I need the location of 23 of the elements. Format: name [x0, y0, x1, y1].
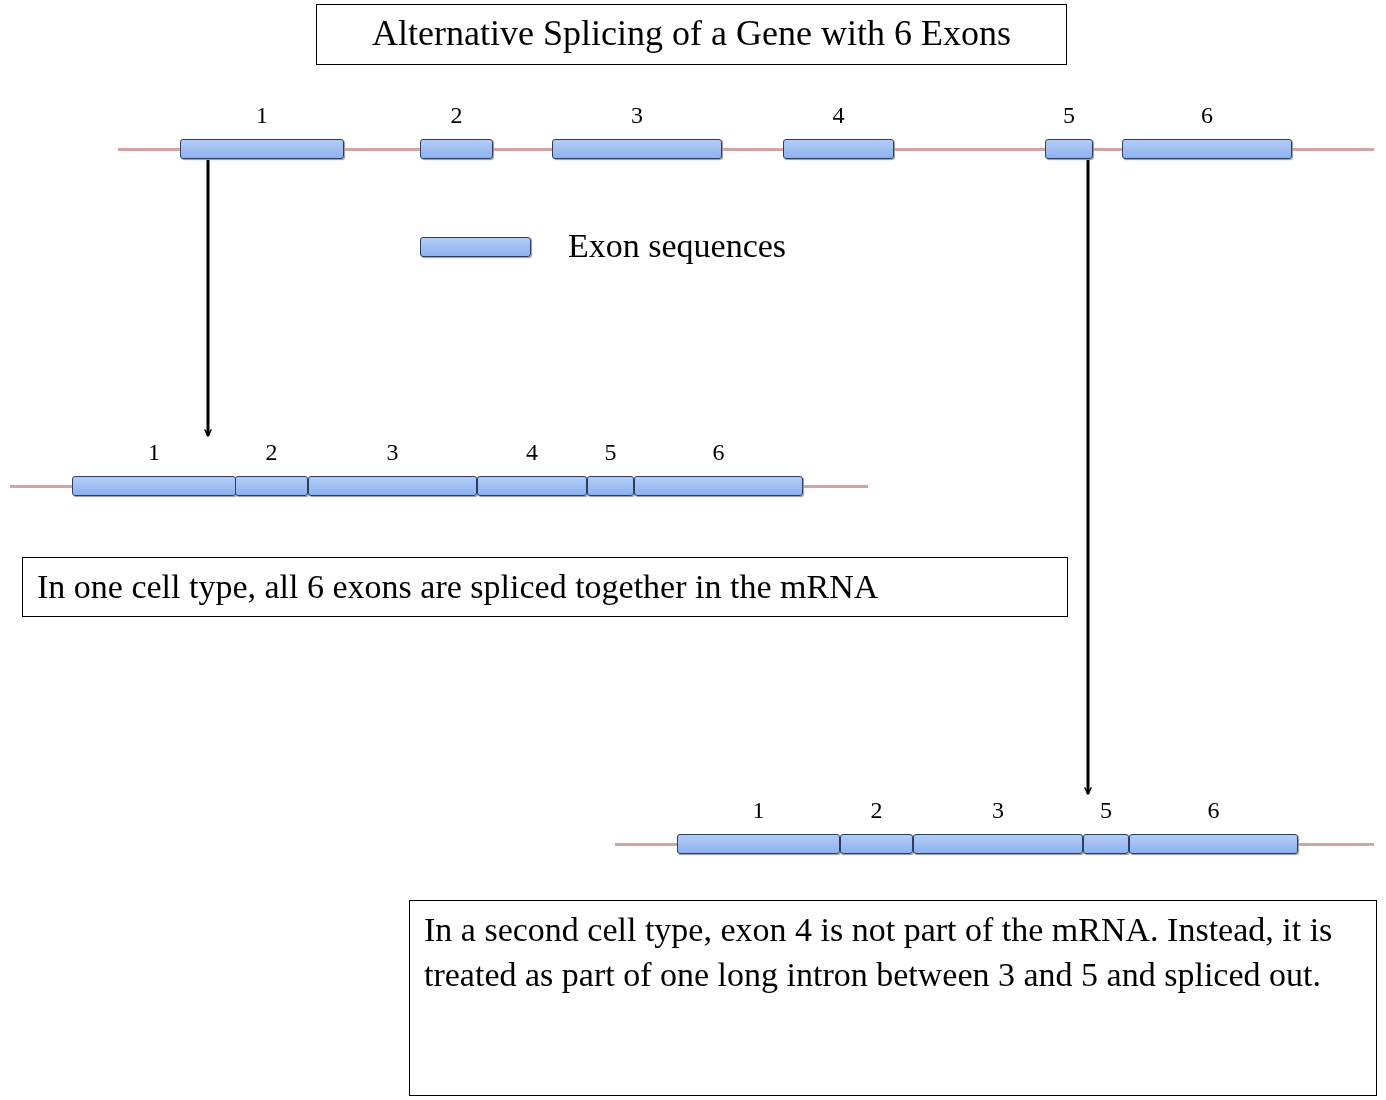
exon-number: 5 [603, 439, 618, 465]
exon-number: 2 [264, 439, 279, 465]
exon-number: 5 [1062, 102, 1076, 128]
exon-number: 1 [751, 797, 766, 823]
exon-number: 3 [630, 102, 644, 128]
exon-number: 5 [1099, 797, 1113, 823]
arrow [204, 160, 212, 437]
exon-number: 3 [385, 439, 400, 465]
exon-number: 2 [449, 102, 464, 128]
exon-number: 4 [831, 102, 846, 128]
caption-box: In one cell type, all 6 exons are spliced together in the mRNA [22, 557, 1068, 617]
exon-number: 6 [1206, 797, 1221, 823]
legend-label: Exon sequences [568, 228, 787, 264]
exon-number: 1 [255, 102, 269, 128]
exon-number: 6 [711, 439, 726, 465]
exon-number: 6 [1200, 102, 1214, 128]
exon-number: 1 [147, 439, 161, 465]
arrow [1084, 160, 1092, 795]
exon-number: 3 [991, 797, 1005, 823]
exon-number: 4 [525, 439, 539, 465]
exon-number: 2 [869, 797, 884, 823]
caption-box: In a second cell type, exon 4 is not part of the mRNA. Instead, it is treated as part of one long intron between 3 and 5 and spliced out. [409, 900, 1377, 1096]
title-box: Alternative Splicing of a Gene with 6 Exons [316, 4, 1067, 65]
